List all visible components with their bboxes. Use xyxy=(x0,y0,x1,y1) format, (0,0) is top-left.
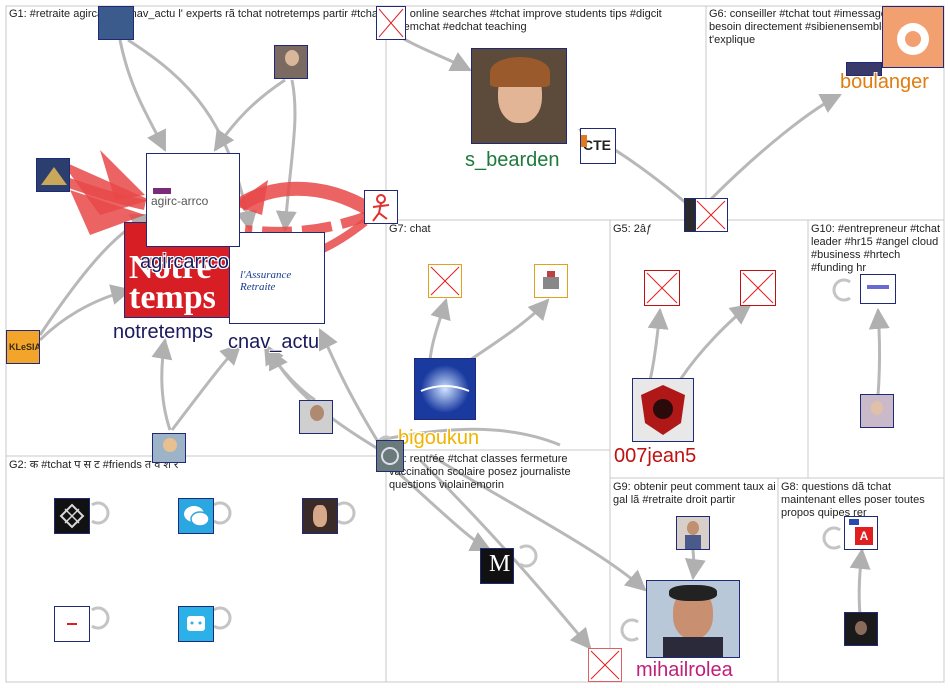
mihailrolea-label: mihailrolea xyxy=(636,660,733,680)
group-label-g2: G2: क #tchat प स ट #friends त व श र xyxy=(9,459,385,472)
logo-icon[interactable] xyxy=(36,158,70,192)
person-photo-icon[interactable] xyxy=(98,6,134,40)
notretemps-label: notretemps xyxy=(113,322,213,342)
group-label-g7: G7: chat xyxy=(389,223,609,236)
logo-icon[interactable] xyxy=(860,274,896,304)
person-photo-icon[interactable] xyxy=(299,400,333,434)
007jean5-image[interactable] xyxy=(632,378,694,442)
logo-icon[interactable] xyxy=(54,606,90,642)
person-photo-icon[interactable] xyxy=(152,433,186,463)
logo-icon[interactable] xyxy=(534,264,568,298)
klesia-logo[interactable]: KLeSIA xyxy=(6,330,40,364)
agircarrco-logo-text: agirc-arrco xyxy=(151,194,208,208)
s-bearden-photo[interactable] xyxy=(471,48,567,144)
boulanger-label: boulanger xyxy=(840,72,929,92)
le-monde-logo[interactable]: M xyxy=(480,548,514,584)
group-label-g9: G9: obtenir peut comment taux ai gal lã … xyxy=(613,481,777,507)
group-label-g4: G4: rentrée #tchat classes fermeture vac… xyxy=(389,453,609,492)
mihailrolea-photo[interactable] xyxy=(646,580,740,658)
person-photo-icon[interactable] xyxy=(274,45,308,79)
chat-bubble-icon[interactable] xyxy=(178,498,214,534)
cnav-actu-label: cnav_actu xyxy=(228,332,319,352)
placeholder-x-icon[interactable] xyxy=(740,270,776,306)
group-label-g10: G10: #entrepreneur #tchat leader #hr15 #… xyxy=(811,223,943,275)
person-photo-icon[interactable] xyxy=(364,190,398,224)
logo-icon[interactable]: A xyxy=(844,516,878,550)
edge xyxy=(693,550,694,578)
s-bearden-label: s_bearden xyxy=(465,150,560,170)
agircarrco-logo[interactable]: agirc-arrco xyxy=(146,153,240,247)
bigoukun-image[interactable] xyxy=(414,358,476,420)
person-photo-icon[interactable] xyxy=(302,498,338,534)
person-photo-icon[interactable] xyxy=(676,516,710,550)
placeholder-x-icon[interactable] xyxy=(694,198,728,232)
placeholder-x-icon[interactable] xyxy=(588,648,622,682)
placeholder-x-icon[interactable] xyxy=(428,264,462,298)
cte-logo-text: CTE xyxy=(583,137,611,153)
boulanger-logo[interactable] xyxy=(882,6,944,68)
007jean5-label: 007jean5 xyxy=(614,446,696,466)
person-photo-icon[interactable] xyxy=(684,198,696,232)
klesia-logo-text: KLeSIA xyxy=(9,342,40,352)
placeholder-x-icon[interactable] xyxy=(644,270,680,306)
cnav-logo-text: l'Assurance Retraite xyxy=(240,269,320,293)
person-photo-icon[interactable] xyxy=(860,394,894,428)
group-label-g8: G8: questions dã tchat maintenant elles … xyxy=(781,481,943,520)
logo-icon[interactable] xyxy=(376,440,404,472)
person-photo-icon[interactable] xyxy=(844,612,878,646)
group-label-g3: G3: online searches #tchat improve stude… xyxy=(389,8,704,34)
cnav-actu-logo[interactable]: l'Assurance Retraite xyxy=(229,232,325,324)
group-label-g1: G1: #retraite agircarrco cnav_actu l' ex… xyxy=(9,8,385,21)
placeholder-x-icon[interactable] xyxy=(376,6,406,40)
edge xyxy=(878,310,880,395)
agircarrco-label: agircarrco xyxy=(140,252,229,272)
group-box-g2 xyxy=(6,456,386,682)
logo-icon[interactable] xyxy=(54,498,90,534)
logo-icon[interactable] xyxy=(178,606,214,642)
bigoukun-label: bigoukun xyxy=(398,428,479,448)
cte-logo[interactable]: CTE xyxy=(580,128,616,164)
